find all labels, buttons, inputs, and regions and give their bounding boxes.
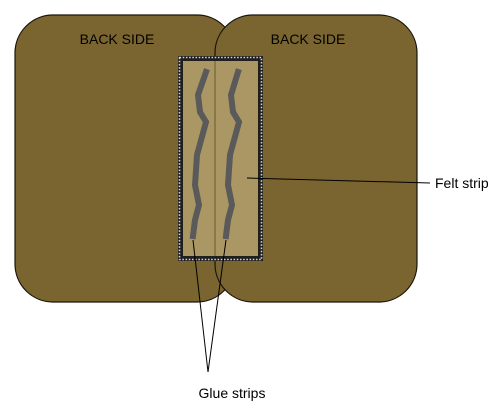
glue-strips-leader-left xyxy=(192,239,209,373)
glue-strips-label: Glue strips xyxy=(199,385,266,401)
glue-strip-left xyxy=(189,68,210,240)
left-panel-label: BACK SIDE xyxy=(80,31,155,47)
glue-strip-right xyxy=(222,68,243,240)
felt-strip-label: Felt strip xyxy=(435,175,489,191)
glue-strips-leader-right xyxy=(207,239,227,373)
felt-strip-leader xyxy=(246,177,431,184)
right-panel-label: BACK SIDE xyxy=(271,31,346,47)
